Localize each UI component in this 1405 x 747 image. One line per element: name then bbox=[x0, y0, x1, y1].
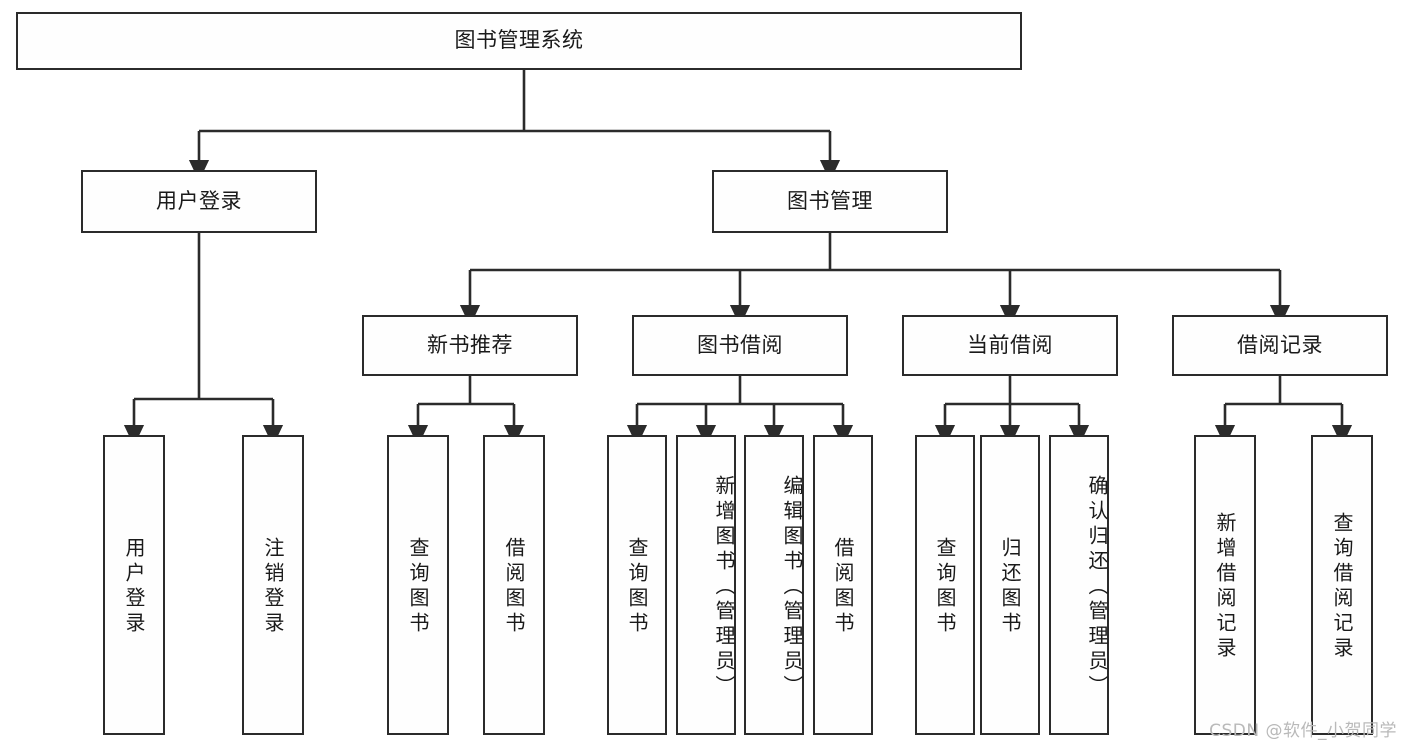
node-label: 新书推荐 bbox=[427, 332, 513, 357]
node-label: 归还图书 bbox=[998, 537, 1022, 637]
node-label: 借阅图书 bbox=[831, 537, 855, 637]
node-label: 图书管理系统 bbox=[454, 28, 584, 53]
node-new-book-recommend[interactable]: 新书推荐 bbox=[362, 315, 578, 376]
node-label: 借阅记录 bbox=[1237, 332, 1323, 357]
node-root-library-system[interactable]: 图书管理系统 bbox=[16, 12, 1022, 70]
node-label: 图书借阅 bbox=[697, 332, 783, 357]
node-label: 查询图书 bbox=[406, 537, 430, 637]
leaf-current-return-book[interactable]: 归还图书 bbox=[980, 435, 1040, 735]
node-label: 编辑图书（管理员） bbox=[780, 474, 804, 700]
leaf-user-login-login[interactable]: 用户登录 bbox=[103, 435, 165, 735]
node-label: 查询图书 bbox=[625, 537, 649, 637]
node-label: 图书管理 bbox=[787, 188, 873, 213]
node-label: 新增图书（管理员） bbox=[712, 474, 736, 700]
leaf-record-add-record[interactable]: 新增借阅记录 bbox=[1194, 435, 1256, 735]
node-book-management[interactable]: 图书管理 bbox=[712, 170, 948, 233]
leaf-record-query-record[interactable]: 查询借阅记录 bbox=[1311, 435, 1373, 735]
node-label: 查询借阅记录 bbox=[1330, 512, 1354, 662]
node-label: 确认归还（管理员） bbox=[1085, 474, 1109, 700]
node-label: 当前借阅 bbox=[967, 332, 1053, 357]
node-label: 用户登录 bbox=[122, 537, 146, 637]
node-user-login[interactable]: 用户登录 bbox=[81, 170, 317, 233]
leaf-new-book-borrow[interactable]: 借阅图书 bbox=[483, 435, 545, 735]
node-label: 用户登录 bbox=[156, 188, 242, 213]
node-label: 借阅图书 bbox=[502, 537, 526, 637]
leaf-borrow-edit-book-admin[interactable]: 编辑图书（管理员） bbox=[744, 435, 804, 735]
node-label: 新增借阅记录 bbox=[1213, 512, 1237, 662]
csdn-watermark: CSDN @软件_小贺同学 bbox=[1209, 721, 1397, 741]
leaf-borrow-borrow-book[interactable]: 借阅图书 bbox=[813, 435, 873, 735]
node-label: 注销登录 bbox=[261, 537, 285, 637]
node-current-borrow[interactable]: 当前借阅 bbox=[902, 315, 1118, 376]
leaf-borrow-add-book-admin[interactable]: 新增图书（管理员） bbox=[676, 435, 736, 735]
node-borrow-record[interactable]: 借阅记录 bbox=[1172, 315, 1388, 376]
leaf-borrow-query-book[interactable]: 查询图书 bbox=[607, 435, 667, 735]
leaf-user-login-logout[interactable]: 注销登录 bbox=[242, 435, 304, 735]
leaf-new-book-query[interactable]: 查询图书 bbox=[387, 435, 449, 735]
node-book-borrow[interactable]: 图书借阅 bbox=[632, 315, 848, 376]
node-label: 查询图书 bbox=[933, 537, 957, 637]
leaf-current-confirm-return-admin[interactable]: 确认归还（管理员） bbox=[1049, 435, 1109, 735]
leaf-current-query-book[interactable]: 查询图书 bbox=[915, 435, 975, 735]
